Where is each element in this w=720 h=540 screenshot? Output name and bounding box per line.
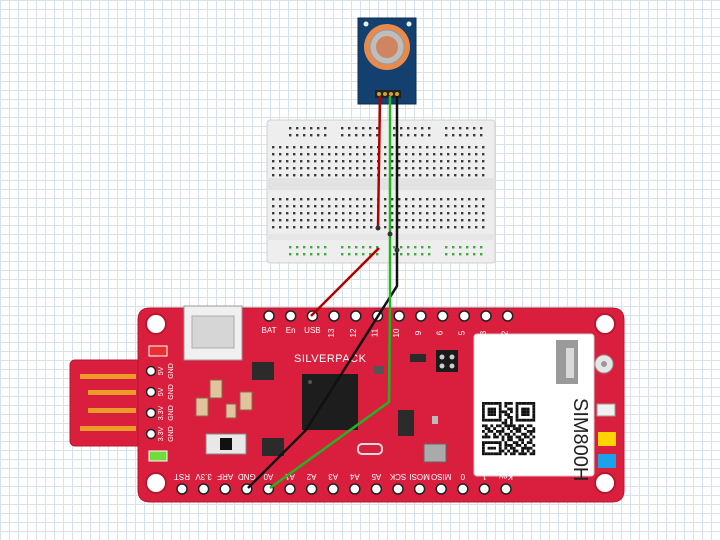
bottom-pin-label: A5 <box>371 472 381 481</box>
mounting-hole <box>145 472 167 494</box>
status-led-yellow <box>598 432 616 446</box>
status-led-blue <box>598 454 616 468</box>
usb-gnd-label: GND <box>168 363 175 379</box>
ic-chip <box>262 438 284 456</box>
mounting-hole <box>145 313 167 335</box>
top-pin-13[interactable] <box>328 310 340 322</box>
usb-gnd-label: GND <box>168 405 175 421</box>
bottom-pin-3.3v[interactable] <box>197 483 210 495</box>
top-pin-en[interactable] <box>284 310 297 322</box>
bottom-pin-label: 3.3V <box>195 472 212 481</box>
bottom-pin-a4[interactable] <box>349 483 361 495</box>
mounting-hole <box>594 313 616 335</box>
bottom-pin-label: MOSI <box>409 472 429 481</box>
top-pin-label: En <box>286 326 296 335</box>
bottom-pin-label: MISO <box>431 472 451 481</box>
bottom-pin-label: A0 <box>263 472 273 481</box>
mounting-hole <box>594 472 616 494</box>
top-pin-2[interactable] <box>501 310 514 322</box>
top-pin-bat[interactable] <box>263 310 275 322</box>
bottom-pin-label: GND <box>238 472 256 481</box>
top-pin-label: 2 <box>501 330 510 335</box>
brand-label: SILVERPACK <box>294 353 367 365</box>
usb-gnd-label: GND <box>168 384 175 400</box>
sim800h-module: SIM800H <box>473 333 595 481</box>
module-label: SIM800H <box>569 398 591 481</box>
usb-pin-5v[interactable] <box>145 386 157 398</box>
top-pin-label: 3 <box>479 330 488 335</box>
wire-green[interactable] <box>269 96 392 490</box>
top-pin-label: 10 <box>392 328 401 337</box>
bottom-pin-arf[interactable] <box>219 483 231 495</box>
usb-pin-label: 3.3V <box>158 426 165 441</box>
usb-pin-label: 5V <box>158 366 165 375</box>
capacitor <box>398 410 414 436</box>
top-pin-10[interactable] <box>393 310 405 322</box>
bottom-pin-label: SCK <box>389 472 406 481</box>
sim-chip <box>436 350 458 372</box>
bottom-pin-a2[interactable] <box>305 483 318 495</box>
top-pin-label: 6 <box>436 330 445 335</box>
bottom-pin-key[interactable] <box>500 483 512 495</box>
gas-sensor[interactable] <box>357 17 417 105</box>
wire-red[interactable] <box>376 95 382 231</box>
bottom-pin-mosi[interactable] <box>413 483 426 495</box>
top-pin-label: 13 <box>327 328 336 337</box>
bottom-pin-label: A4 <box>349 472 359 481</box>
bottom-pin-sck[interactable] <box>392 483 404 495</box>
top-pin-5[interactable] <box>458 310 471 322</box>
usb-pin-label: 5V <box>158 387 165 396</box>
top-pin-12[interactable] <box>350 310 362 322</box>
top-pin-6[interactable] <box>436 310 449 322</box>
usb-gnd-label: GND <box>168 426 175 442</box>
bottom-pin-label: ARF <box>217 472 233 481</box>
bottom-pin-label: 1 <box>482 472 487 481</box>
bottom-pin-label: RST <box>174 472 190 481</box>
sim-connector <box>596 403 616 417</box>
regulator-chip <box>252 362 274 380</box>
usb-pin-3.3v[interactable] <box>145 407 157 419</box>
bottom-pin-1[interactable] <box>478 483 491 495</box>
bottom-pin-a3[interactable] <box>327 483 339 495</box>
bottom-pin-label: A2 <box>306 472 316 481</box>
qr-code <box>480 400 538 458</box>
power-led <box>148 345 168 357</box>
bottom-pin-rst[interactable] <box>176 483 188 495</box>
bottom-pin-miso[interactable] <box>435 483 447 495</box>
wires <box>247 95 400 490</box>
top-pin-label: 5 <box>457 330 466 335</box>
top-pin-label: USB <box>304 326 320 335</box>
bottom-pin-label: 0 <box>460 472 465 481</box>
usb-pin-5v[interactable] <box>145 365 157 377</box>
bottom-pin-label: Key <box>499 472 513 481</box>
top-pin-9[interactable] <box>415 310 427 322</box>
top-pin-3[interactable] <box>480 310 492 322</box>
bottom-pin-label: A3 <box>328 472 338 481</box>
usb-pin-3.3v[interactable] <box>145 428 157 440</box>
top-pin-label: 11 <box>371 328 380 337</box>
status-led <box>148 450 168 462</box>
top-pin-label: 9 <box>414 330 423 335</box>
usb-pin-label: 3.3V <box>158 405 165 420</box>
crystal <box>357 443 383 455</box>
wire-red-usb[interactable] <box>310 247 380 317</box>
top-pin-label: BAT <box>262 326 277 335</box>
breadboard <box>266 119 496 264</box>
bottom-pin-a5[interactable] <box>370 483 383 495</box>
wire-black[interactable] <box>247 96 399 489</box>
top-pin-label: 12 <box>349 328 358 337</box>
bottom-pin-0[interactable] <box>457 483 469 495</box>
bottom-pin-a1[interactable] <box>284 483 296 495</box>
bottom-pin-label: A1 <box>285 472 295 481</box>
